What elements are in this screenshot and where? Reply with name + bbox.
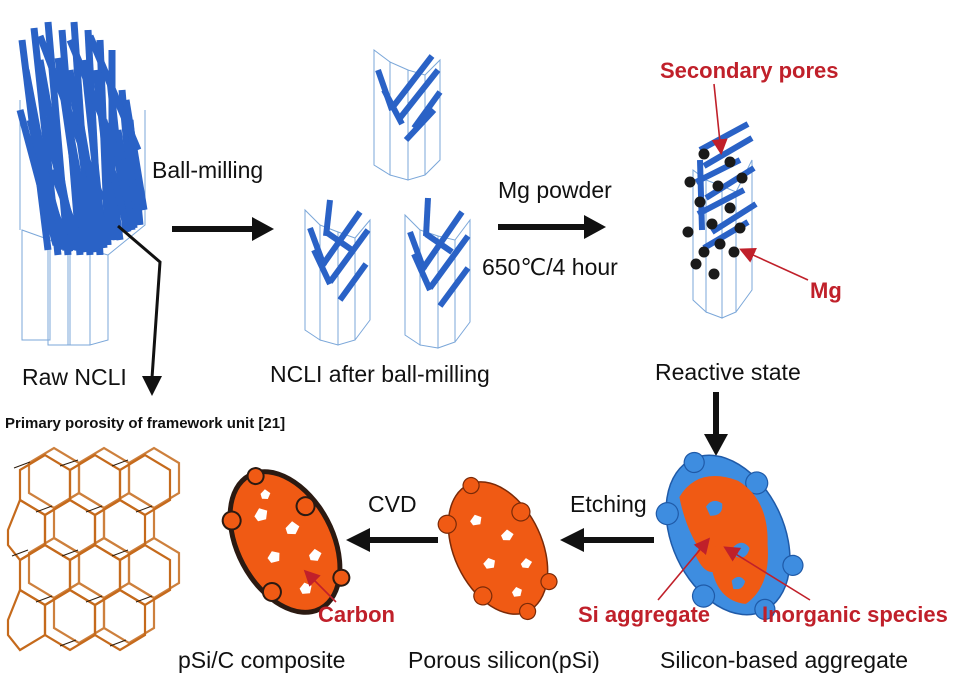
inorganic-species-label: Inorganic species (762, 602, 948, 627)
psi-c-label: pSi/C composite (178, 647, 345, 673)
temperature-label: 650℃/4 hour (482, 254, 618, 280)
milled-stack-left (304, 199, 371, 346)
etching-label: Etching (570, 491, 647, 517)
ncli-after-label: NCLI after ball-milling (270, 361, 490, 387)
ball-milling-arrow (172, 217, 274, 241)
carbon-label: Carbon (318, 602, 395, 627)
porous-silicon-particle (437, 476, 558, 621)
milled-stack-top (373, 49, 443, 181)
milled-ncli-structures (304, 49, 471, 349)
si-aggregate-label: Si aggregate (578, 602, 710, 627)
inorganic-species-pointer (723, 546, 811, 601)
raw-ncli-structure (16, 21, 148, 346)
si-aggregate-pointer (657, 537, 711, 601)
reactive-state-structure (682, 121, 758, 319)
framework-unit-structure (6, 446, 181, 652)
reactive-state-label: Reactive state (655, 359, 801, 385)
porous-silicon-label: Porous silicon(pSi) (408, 647, 600, 673)
ball-milling-label: Ball-milling (152, 157, 263, 183)
primary-porosity-label: Primary porosity of framework unit [21] (5, 415, 285, 432)
mg-label: Mg (810, 278, 842, 303)
carbon-pointer (303, 569, 337, 603)
cvd-arrow (346, 528, 438, 552)
cvd-label: CVD (368, 491, 417, 517)
secondary-pores-label: Secondary pores (660, 58, 839, 83)
raw-ncli-label: Raw NCLI (22, 364, 127, 390)
secondary-pores-pointer (711, 83, 728, 156)
reactive-to-aggregate-arrow (704, 392, 728, 456)
mg-powder-label: Mg powder (498, 177, 612, 203)
silicon-aggregate-label: Silicon-based aggregate (660, 647, 908, 673)
mg-pointer (739, 248, 809, 281)
raw-to-framework-connector (117, 224, 162, 396)
etching-arrow (560, 528, 654, 552)
milled-stack-right (404, 197, 471, 349)
mg-powder-arrow (498, 215, 606, 239)
